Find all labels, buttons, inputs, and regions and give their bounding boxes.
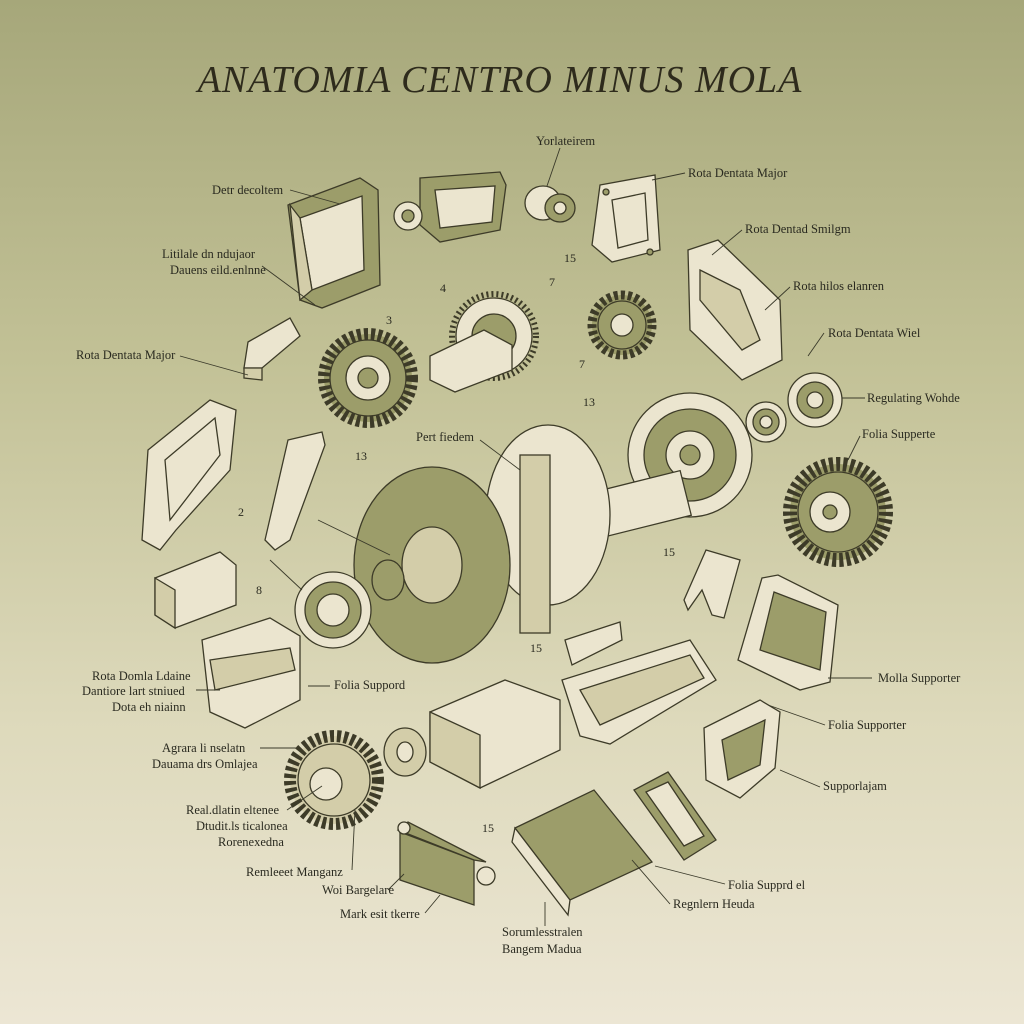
left-bearing-8 (294, 571, 372, 649)
right-small-latch (683, 549, 741, 619)
label-rota-hilos-elanren: Rota hilos elanren (793, 279, 885, 293)
label-supporlajam: Supporlajam (823, 779, 887, 793)
diagram-title: ANATOMIA CENTRO MINUS MOLA (197, 59, 803, 101)
number-15-bottom: 15 (482, 821, 494, 835)
label-woi-bargelare: Woi Bargelare (322, 883, 394, 897)
right-small-bearings (745, 372, 843, 443)
right-large-gear (783, 457, 893, 567)
label-rota-dentata-major-top: Rota Dentata Major (688, 166, 788, 180)
part-labels: Yorlateirem Rota Dentata Major Rota Dent… (76, 134, 961, 956)
label-remleeet-manganz: Remleeet Manganz (246, 865, 343, 879)
left-small-clip (243, 317, 301, 381)
label-regnlern-heuda: Regnlern Heuda (673, 897, 755, 911)
number-7-a: 7 (549, 275, 555, 289)
right-angled-bracket (687, 239, 783, 381)
label-real-line2: Dtudit.ls ticalonea (196, 819, 288, 833)
number-13-left: 13 (355, 449, 367, 463)
label-folia-supperte: Folia Supperte (862, 427, 936, 441)
left-gear-3 (318, 328, 418, 428)
bottom-tray (633, 771, 717, 861)
right-gear-7 (587, 290, 657, 360)
bottom-plate (511, 789, 654, 917)
label-real-line3: Rorenexedna (218, 835, 284, 849)
label-detr-decoltem: Detr decoltem (212, 183, 283, 197)
label-rota-domla-line3: Dota eh niainn (112, 700, 186, 714)
top-right-flange-plate (591, 174, 661, 263)
leader-lines (179, 147, 872, 926)
label-molla-supporter: Molla Supporter (878, 671, 961, 685)
label-rota-dentata-wiel: Rota Dentata Wiel (828, 326, 921, 340)
number-8: 8 (256, 583, 262, 597)
left-curved-shell (141, 399, 237, 551)
label-folia-supprd-el: Folia Supprd el (728, 878, 806, 892)
label-agrara-line2: Dauama drs Omlajea (152, 757, 258, 771)
label-agrara-line1: Agrara li nselatn (162, 741, 246, 755)
number-2: 2 (238, 505, 244, 519)
central-shaft-assembly (353, 424, 693, 664)
right-curved-support (703, 699, 781, 799)
label-mark-esit-tkerre: Mark esit tkerre (340, 907, 420, 921)
label-folia-supporter: Folia Supporter (828, 718, 907, 732)
top-housing-block (393, 171, 507, 243)
label-rota-dentad-smilgm: Rota Dentad Smilgm (745, 222, 851, 236)
left-small-block (154, 551, 237, 630)
center-small-bracket (564, 621, 623, 666)
number-4: 4 (440, 281, 446, 295)
label-yorlateirem: Yorlateirem (536, 134, 595, 148)
label-litilale-line1: Litilale dn ndujaor (162, 247, 256, 261)
number-13-right: 13 (583, 395, 595, 409)
label-litilale-line2: Dauens eild.enlnne (170, 263, 266, 277)
curved-arc-bracket (264, 431, 326, 551)
label-real-line1: Real.dlatin eltenee (186, 803, 279, 817)
small-washer (383, 727, 427, 777)
number-7-b: 7 (579, 357, 585, 371)
number-15-top: 15 (564, 251, 576, 265)
center-right-channel (561, 639, 717, 745)
number-3: 3 (386, 313, 392, 327)
number-15-right: 15 (663, 545, 675, 559)
left-stepped-block (201, 617, 301, 729)
label-pert-fiedem: Pert fiedem (416, 430, 474, 444)
label-regulating-wohde: Regulating Wohde (867, 391, 960, 405)
top-left-curved-housing (287, 177, 381, 309)
part-numbers: 15 7 4 3 7 13 13 2 8 15 15 15 (238, 251, 675, 835)
ring-gear-with-cradle (429, 291, 539, 393)
label-rota-domla-line2: Dantiore lart stniued (82, 684, 185, 698)
label-rota-dentata-major-left: Rota Dentata Major (76, 348, 176, 362)
number-15-mid: 15 (530, 641, 542, 655)
center-left-box (429, 679, 561, 790)
label-rota-domla-line1: Rota Domla Ldaine (92, 669, 191, 683)
label-folia-suppord: Folia Suppord (334, 678, 406, 692)
label-sornmless-line2: Bangem Madua (502, 942, 582, 956)
top-small-bearing (524, 185, 576, 223)
label-sornmless-line1: Sorumlesstralen (502, 925, 583, 939)
bottom-center-block (396, 821, 496, 906)
bottom-left-gear (284, 730, 384, 830)
right-curved-housing (737, 574, 839, 691)
